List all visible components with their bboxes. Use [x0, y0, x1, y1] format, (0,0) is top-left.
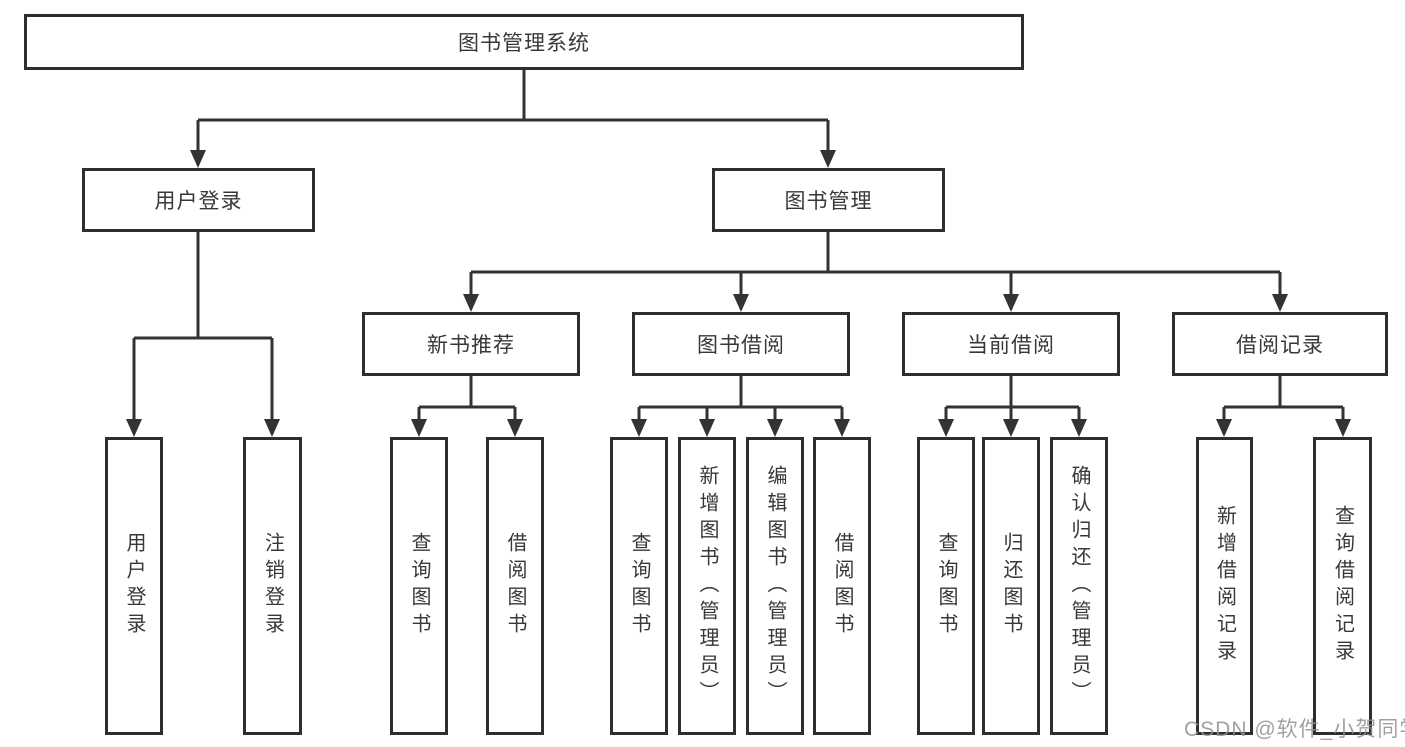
connector-shafts: [132, 70, 1345, 422]
node-user-login-label: 用户登录: [154, 190, 243, 213]
leaf-confirm-return-admin-label: 确认归还（管理员）: [1068, 464, 1090, 708]
leaf-borrow-books-recommend: 借阅图书: [486, 437, 544, 735]
leaf-add-borrow-record: 新增借阅记录: [1196, 437, 1253, 735]
node-current-borrow: 当前借阅: [902, 312, 1120, 376]
leaf-query-books-recommend: 查询图书: [390, 437, 448, 735]
node-book-management-label: 图书管理: [784, 190, 873, 213]
leaf-logout: 注销登录: [243, 437, 302, 735]
leaf-edit-book-admin: 编辑图书（管理员）: [746, 437, 804, 735]
connector-arrowheads: [126, 150, 1351, 437]
leaf-borrow-books-2-label: 借阅图书: [831, 532, 853, 640]
leaf-add-book-admin: 新增图书（管理员）: [678, 437, 736, 735]
leaf-query-books-recommend-label: 查询图书: [408, 532, 430, 640]
leaf-query-books-borrow-label: 查询图书: [628, 532, 650, 640]
leaf-borrow-books-recommend-label: 借阅图书: [504, 532, 526, 640]
leaf-add-borrow-record-label: 新增借阅记录: [1213, 505, 1236, 667]
leaf-logout-label: 注销登录: [261, 532, 284, 640]
node-new-book-recommend-label: 新书推荐: [427, 334, 515, 357]
leaf-query-borrow-record-label: 查询借阅记录: [1331, 505, 1354, 667]
leaf-query-books-borrow: 查询图书: [610, 437, 668, 735]
node-borrow-records: 借阅记录: [1172, 312, 1388, 376]
leaf-borrow-books-2: 借阅图书: [813, 437, 871, 735]
node-new-book-recommend: 新书推荐: [362, 312, 580, 376]
node-root-label: 图书管理系统: [458, 32, 590, 55]
leaf-add-book-admin-label: 新增图书（管理员）: [696, 464, 718, 708]
leaf-edit-book-admin-label: 编辑图书（管理员）: [764, 464, 786, 708]
node-book-management: 图书管理: [712, 168, 945, 232]
leaf-query-borrow-record: 查询借阅记录: [1313, 437, 1372, 735]
leaf-confirm-return-admin: 确认归还（管理员）: [1050, 437, 1108, 735]
csdn-watermark: CSDN @软件_小贺同学: [1184, 718, 1405, 741]
leaf-return-book-label: 归还图书: [1000, 532, 1022, 640]
node-book-borrow-label: 图书借阅: [697, 334, 785, 357]
node-borrow-records-label: 借阅记录: [1236, 334, 1324, 357]
node-root-library-system: 图书管理系统: [24, 14, 1024, 70]
leaf-return-book: 归还图书: [982, 437, 1040, 735]
leaf-user-login: 用户登录: [105, 437, 163, 735]
leaf-query-books-current: 查询图书: [917, 437, 975, 735]
node-current-borrow-label: 当前借阅: [967, 334, 1055, 357]
leaf-user-login-label: 用户登录: [123, 532, 145, 640]
leaf-query-books-current-label: 查询图书: [935, 532, 957, 640]
node-user-login: 用户登录: [82, 168, 315, 232]
node-book-borrow: 图书借阅: [632, 312, 850, 376]
